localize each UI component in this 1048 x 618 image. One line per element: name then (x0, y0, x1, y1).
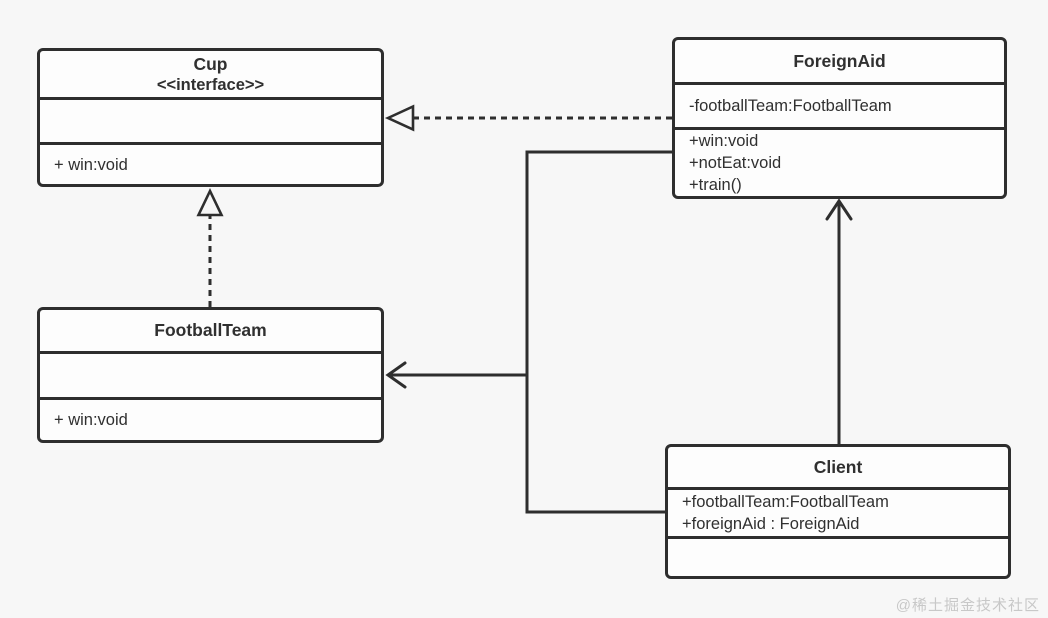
cup-attributes-section (40, 97, 381, 142)
client-title: Client (813, 456, 863, 477)
realization-foreignaid-to-cup-hollow-triangle-arrowhead (384, 104, 415, 132)
class-box-cup: Cup <<interface>> + win:void (37, 48, 384, 187)
watermark-text: @稀土掘金技术社区 (895, 597, 1040, 614)
footballteam-attributes-section (40, 351, 381, 397)
foreignaid-method-train: +train() (689, 176, 742, 194)
cup-title: Cup (193, 53, 228, 74)
class-box-footballteam: FootballTeam + win:void (37, 307, 384, 443)
footballteam-method-win: + win:void (54, 411, 128, 429)
cup-method-win: + win:void (54, 155, 128, 174)
footballteam-title: FootballTeam (154, 320, 267, 340)
association-to-footballteam-open-arrowhead (385, 361, 407, 389)
cup-stereotype: <<interface>> (156, 75, 265, 94)
foreignaid-attribute-footballteam: -footballTeam:FootballTeam (689, 97, 892, 115)
client-header: Client (668, 447, 1008, 487)
class-box-client: Client +footballTeam:FootballTeam +forei… (665, 444, 1011, 579)
foreignaid-header: ForeignAid (675, 40, 1004, 82)
class-box-foreignaid: ForeignAid -footballTeam:FootballTeam +w… (672, 37, 1007, 199)
foreignaid-title: ForeignAid (793, 50, 886, 71)
association-foreignaid-client-trunk-line (525, 150, 672, 514)
foreignaid-attributes-section: -footballTeam:FootballTeam (675, 82, 1004, 127)
footballteam-methods-section: + win:void (40, 397, 381, 440)
realization-footballteam-to-cup-hollow-triangle-arrowhead (196, 187, 224, 217)
cup-methods-section: + win:void (40, 142, 381, 184)
client-attribute-foreignaid: +foreignAid : ForeignAid (682, 515, 860, 533)
foreignaid-method-noteat: +notEat:void (689, 154, 782, 172)
client-attributes-section: +footballTeam:FootballTeam +foreignAid :… (668, 487, 1008, 536)
foreignaid-methods-section: +win:void +notEat:void +train() (675, 127, 1004, 196)
client-attribute-footballteam: +footballTeam:FootballTeam (682, 493, 889, 511)
client-methods-section (668, 536, 1008, 576)
association-client-to-foreignaid-open-arrowhead (825, 198, 853, 221)
foreignaid-method-win: +win:void (689, 132, 759, 150)
cup-header: Cup <<interface>> (40, 51, 381, 97)
footballteam-header: FootballTeam (40, 310, 381, 351)
